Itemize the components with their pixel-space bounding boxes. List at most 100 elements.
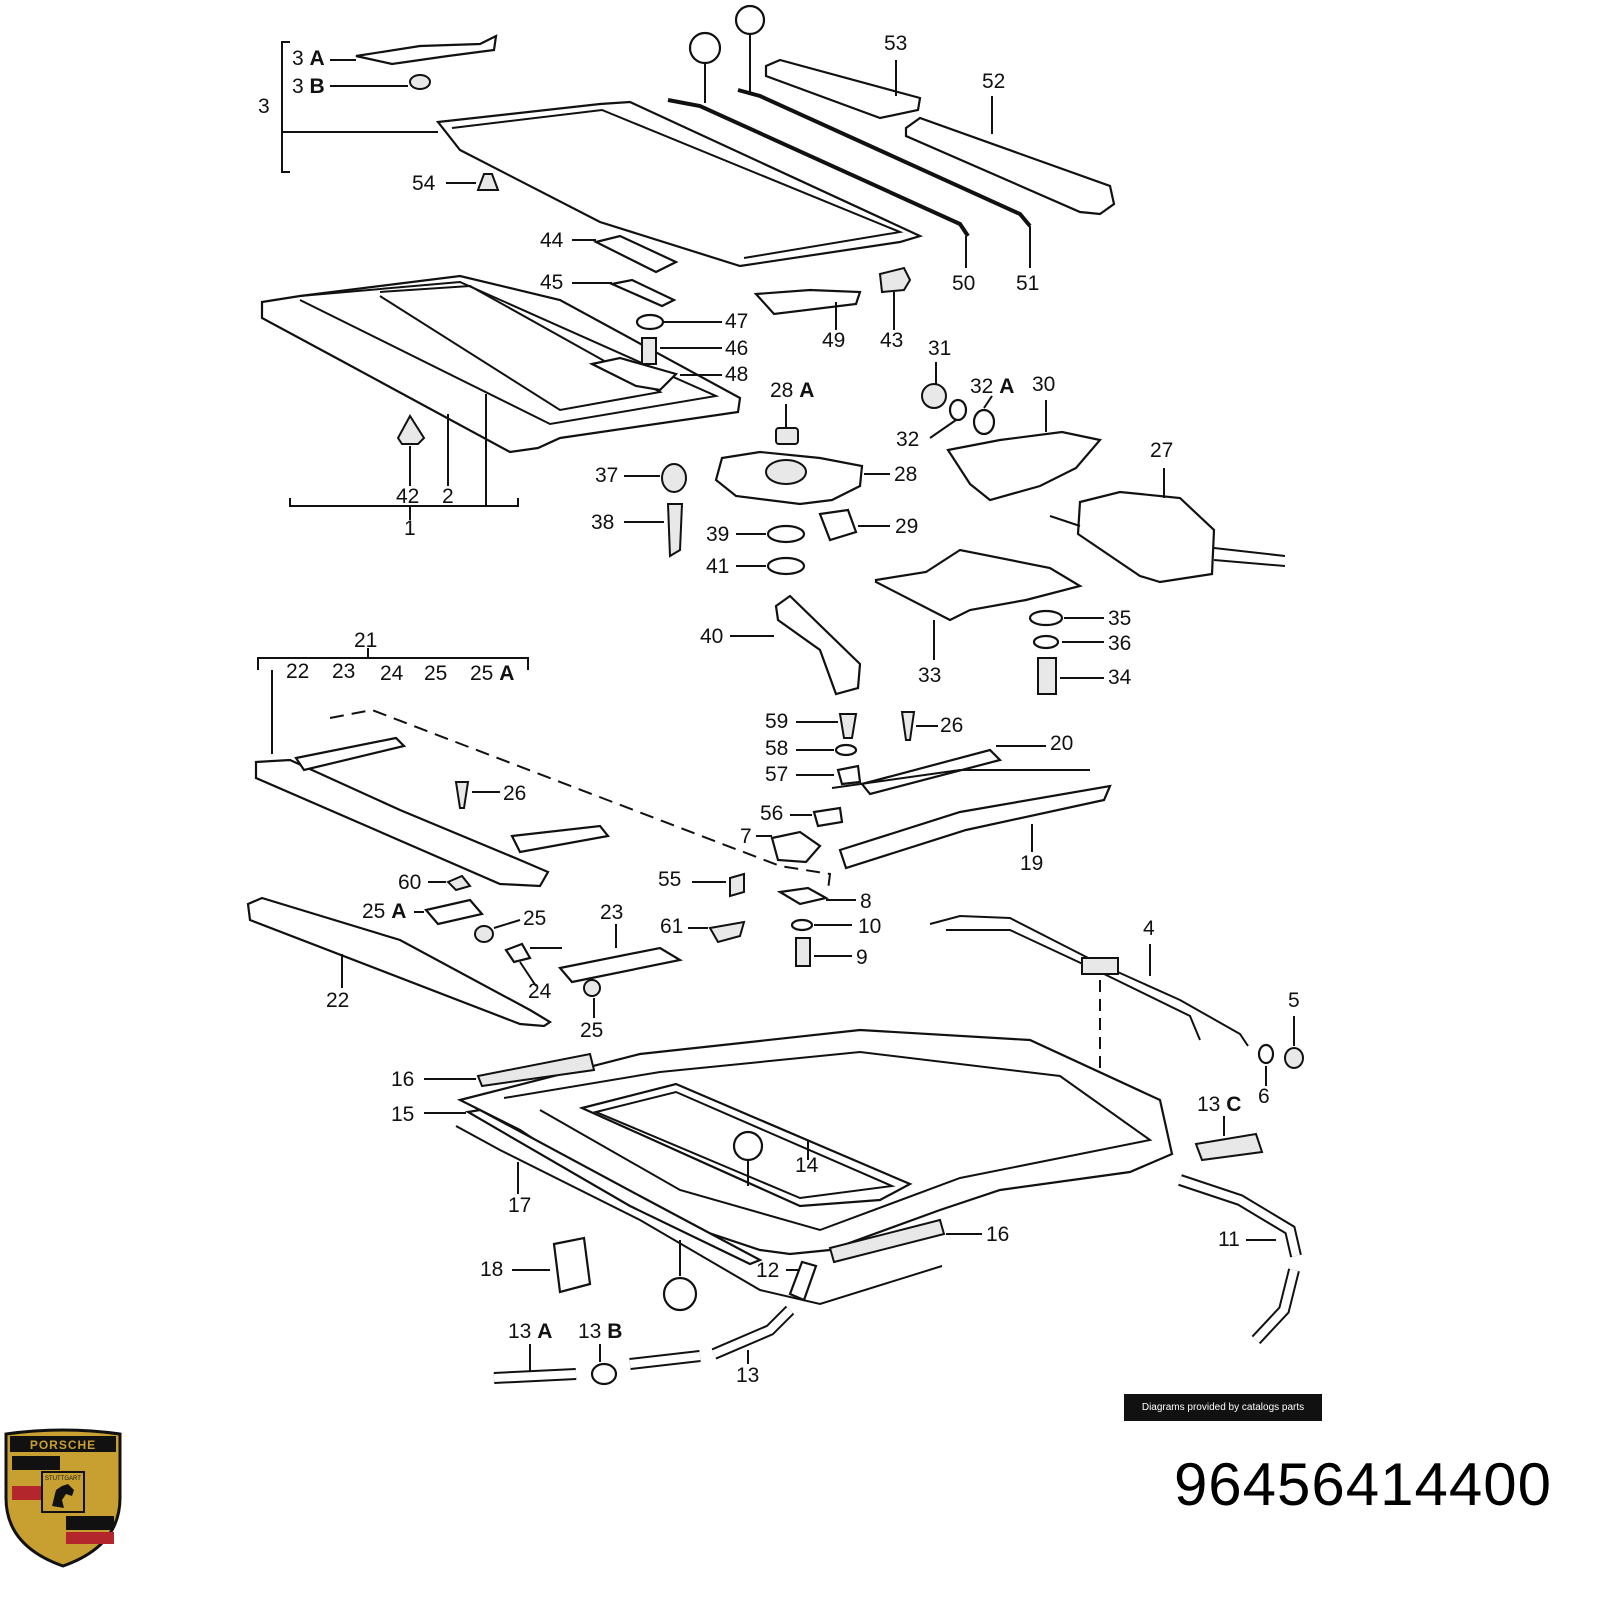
callout-l49: 49: [822, 329, 845, 352]
callout-l24: 24: [528, 980, 552, 1003]
callout-l28a: 28 A: [770, 379, 814, 402]
callout-l3b: 3 B: [292, 75, 325, 98]
callout-l5: 5: [1288, 989, 1300, 1012]
part-28-gearbox: [714, 450, 890, 506]
part-57-bracket: [796, 764, 862, 786]
part-9-bolt: [795, 937, 852, 967]
callout-l25c: 25: [580, 1019, 603, 1042]
part-52-deflector: [904, 96, 1116, 216]
callout-l2: 2: [442, 485, 454, 508]
part-12-hose: [786, 1260, 818, 1302]
callout-l11: 11: [1218, 1228, 1240, 1251]
part-60-clip: [428, 874, 472, 892]
part-41-washer: [736, 556, 806, 576]
part-23-lever: [557, 924, 683, 984]
part-30-bracket: [946, 400, 1103, 502]
part-25-pad-a: [474, 919, 521, 943]
part-29-sleeve: [818, 508, 890, 542]
callout-l50: 50: [952, 272, 975, 295]
part-3b-nut: [330, 74, 431, 90]
callout-l14: 14: [795, 1154, 819, 1177]
callout-l53: 53: [884, 32, 907, 55]
part-26-screw-a: [454, 781, 500, 809]
callout-l37: 37: [595, 464, 618, 487]
callout-l47: 47: [725, 310, 748, 333]
part-43-block: [878, 266, 912, 330]
callout-l4: 4: [1143, 917, 1155, 940]
part-48-pad: [588, 356, 722, 392]
callout-l31: 31: [928, 337, 951, 360]
part-24-spring: [504, 942, 562, 987]
porsche-crest-logo: PORSCHE STUTTGART: [4, 1428, 122, 1568]
callout-l54: 54: [412, 172, 436, 195]
callout-l3: 3: [258, 95, 270, 118]
callout-l18: 18: [480, 1258, 503, 1281]
callout-l58: 58: [765, 737, 788, 760]
part-6-washer: [1257, 1043, 1275, 1086]
callout-l10: 10: [858, 915, 881, 938]
part-3-glass-panel: [435, 100, 924, 268]
part-45-plate: [572, 278, 677, 308]
part-36-lockwasher: [1032, 634, 1104, 650]
callout-l13b: 13 B: [578, 1320, 622, 1343]
callout-l56: 56: [760, 802, 783, 825]
part-13a-hose: [493, 1344, 577, 1384]
part-13b-clamp: [590, 1344, 618, 1386]
part-55-screw: [692, 872, 745, 898]
callout-l51: 51: [1016, 272, 1039, 295]
part-26-screw-b: [900, 711, 938, 741]
callout-l23h: 23: [332, 660, 355, 683]
part-49-bracket: [753, 288, 862, 330]
callout-l16a: 16: [391, 1068, 414, 1091]
part-16-seal-a: [424, 1052, 596, 1088]
callout-l22: 22: [326, 989, 349, 1012]
callout-l44: 44: [540, 229, 564, 252]
callout-l61: 61: [660, 915, 683, 938]
callout-l43: 43: [880, 329, 903, 352]
part-61-clip: [688, 920, 746, 944]
callout-l21: 21: [354, 629, 377, 652]
callout-l40: 40: [700, 625, 723, 648]
part-58-washer: [796, 743, 858, 757]
callout-l25a: 25 A: [362, 900, 406, 923]
callout-l26a: 26: [940, 714, 963, 737]
part-40-arm: [730, 594, 862, 696]
part-51-seal: [734, 4, 1032, 268]
callout-l27: 27: [1150, 439, 1173, 462]
callout-l59: 59: [765, 710, 788, 733]
callout-l29: 29: [895, 515, 918, 538]
part-19-guide-rail: [831, 769, 1112, 870]
callout-l38: 38: [591, 511, 614, 534]
svg-text:PORSCHE: PORSCHE: [30, 1438, 96, 1452]
part-37-grommet: [624, 463, 687, 493]
callout-l32a: 32 A: [970, 375, 1014, 398]
part-3a-clip: [330, 34, 498, 66]
callout-l34: 34: [1108, 666, 1132, 689]
part-32a-bushing: [972, 395, 996, 436]
part-5-nut: [1284, 1016, 1304, 1069]
callout-l16b: 16: [986, 1223, 1009, 1246]
part-1-frame: [260, 274, 742, 520]
callout-l23: 23: [600, 901, 623, 924]
callout-l8: 8: [860, 890, 872, 913]
callout-l45: 45: [540, 271, 563, 294]
part-32-washer: [929, 398, 968, 439]
part-34-bolt: [1037, 657, 1104, 695]
part-16-seal-b: [828, 1218, 982, 1264]
part-56-pad: [790, 806, 844, 828]
bracket-3: [281, 41, 438, 173]
callout-l57: 57: [765, 763, 788, 786]
part-46-bolt: [641, 337, 722, 365]
callout-l55: 55: [658, 868, 681, 891]
part-35-washer: [1028, 609, 1104, 627]
diagram-credit: Diagrams provided by catalogs parts: [1124, 1394, 1322, 1421]
part-18-switch: [512, 1236, 592, 1294]
bracket-21: [257, 648, 529, 754]
part-21-guide-rail: [254, 736, 611, 888]
part-59-screw: [796, 713, 858, 739]
callout-l9: 9: [856, 946, 868, 969]
callout-l32: 32: [896, 428, 919, 451]
callout-l33: 33: [918, 664, 941, 687]
callout-l6: 6: [1258, 1085, 1270, 1108]
